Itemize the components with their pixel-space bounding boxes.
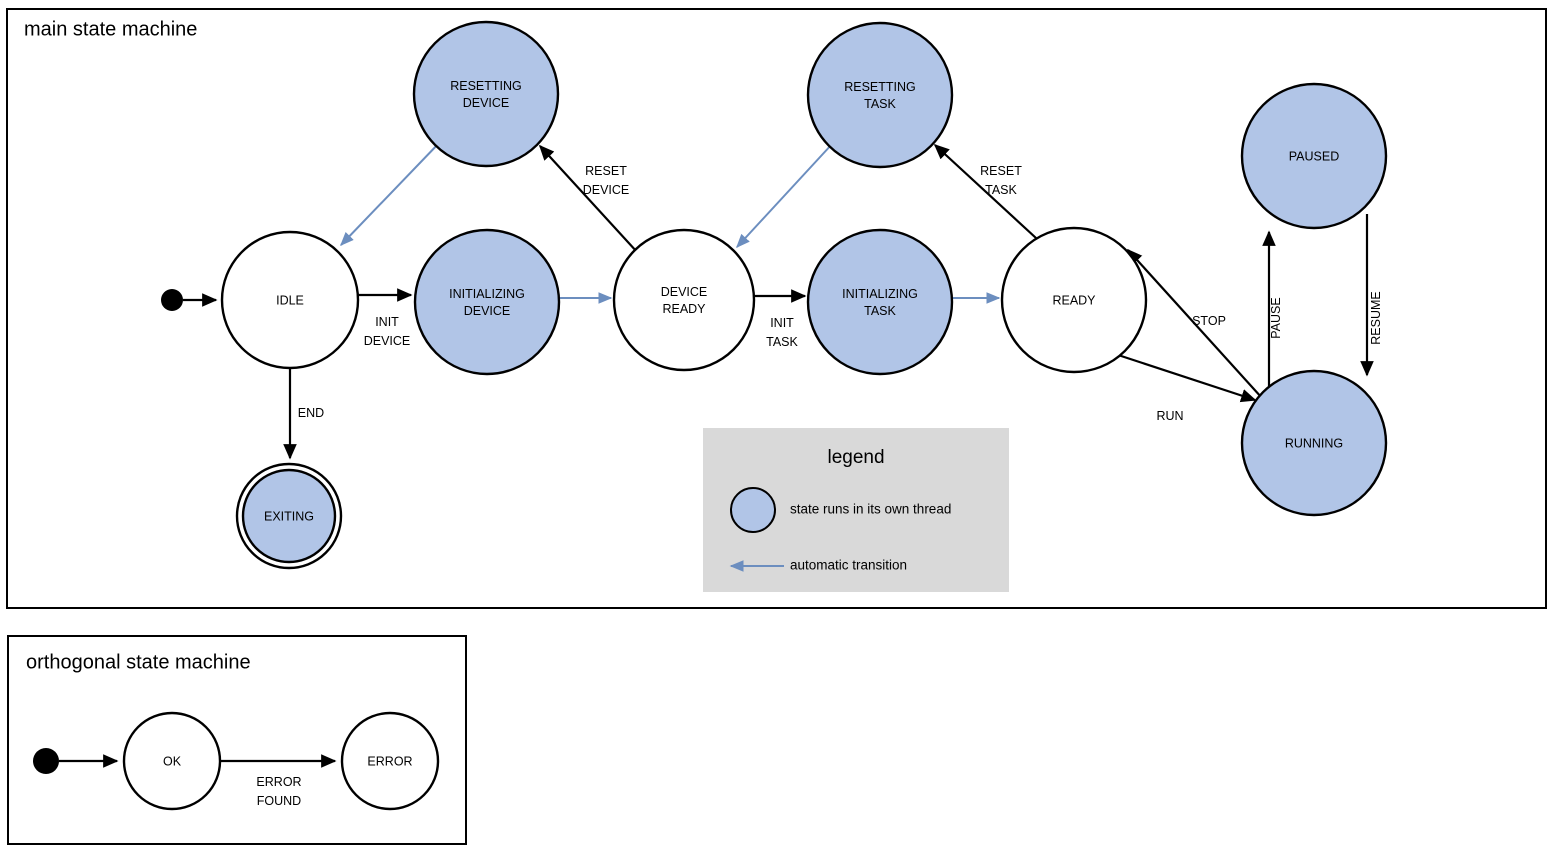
transition-label-paused-to-running-line: RESUME xyxy=(1369,291,1383,344)
state-error-shape xyxy=(340,711,440,811)
legend-title: legend xyxy=(827,447,884,468)
state-paused[interactable]: PAUSED xyxy=(1240,82,1388,230)
state-resetting-task-shape xyxy=(806,21,954,169)
state-initializing-task-label: INITIALIZING xyxy=(842,287,918,301)
state-resetting-task-label: TASK xyxy=(864,97,896,111)
transition-label-ready-to-resetting-task-line: TASK xyxy=(985,183,1017,197)
transition-device-ready-to-resetting-device[interactable] xyxy=(538,144,638,253)
transition-label-device-ready-to-init-task: INIT TASK xyxy=(766,316,798,349)
state-running[interactable]: RUNNING xyxy=(1240,369,1388,517)
transition-label-device-ready-to-resetting-device-line: DEVICE xyxy=(583,183,630,197)
transition-resetting-device-to-idle[interactable] xyxy=(340,140,442,247)
state-ok-label: OK xyxy=(163,755,182,769)
state-initializing-device-label: DEVICE xyxy=(464,304,511,318)
transition-label-idle-to-exiting: END xyxy=(298,406,324,420)
state-error[interactable]: ERROR xyxy=(340,711,440,811)
transition-label-device-ready-to-init-task-line: TASK xyxy=(766,335,798,349)
transition-label-device-ready-to-resetting-device-line: RESET xyxy=(585,164,627,178)
state-running-label: RUNNING xyxy=(1285,437,1343,451)
state-device-ready-label: READY xyxy=(662,302,706,316)
state-idle-label: IDLE xyxy=(276,294,304,308)
transition-label-idle-to-init-device-line: INIT xyxy=(375,315,399,329)
transition-label-ready-to-resetting-task: RESET TASK xyxy=(980,164,1022,197)
legend-thread-state-swatch-icon xyxy=(730,487,776,533)
initial-state-dot-icon xyxy=(161,289,183,311)
transition-label-idle-to-init-device: INIT DEVICE xyxy=(364,315,411,348)
state-initializing-task-shape xyxy=(806,228,954,376)
transition-label-idle-to-exiting-line: END xyxy=(298,406,324,420)
transition-label-ready-to-running-line: RUN xyxy=(1156,409,1183,423)
state-exiting-shape xyxy=(241,468,337,564)
state-ready[interactable]: READY xyxy=(1000,226,1148,374)
orthogonal-states-layer: OK ERROR xyxy=(33,711,440,811)
state-ready-label: READY xyxy=(1052,294,1096,308)
state-resetting-task[interactable]: RESETTING TASK xyxy=(806,21,954,169)
main-transition-labels-layer: INIT DEVICE END RESET DEVICE INIT TASK RESET TAS… xyxy=(298,164,1383,423)
state-exiting-label: EXITING xyxy=(264,510,314,524)
state-initializing-device[interactable]: INITIALIZING DEVICE xyxy=(413,228,561,376)
orthogonal-state-machine-title: orthogonal state machine xyxy=(26,651,251,673)
state-resetting-device-label: RESETTING xyxy=(450,79,522,93)
state-ok-shape xyxy=(122,711,222,811)
state-resetting-task-label: RESETTING xyxy=(844,80,916,94)
transition-label-ok-to-error: ERROR FOUND xyxy=(256,775,301,808)
state-ok[interactable]: OK xyxy=(122,711,222,811)
state-initializing-device-label: INITIALIZING xyxy=(449,287,525,301)
legend: legend state runs in its own thread auto… xyxy=(703,428,1009,592)
transition-label-running-to-ready-line: STOP xyxy=(1192,314,1226,328)
state-resetting-device-shape xyxy=(412,20,560,168)
state-paused-label: PAUSED xyxy=(1289,150,1339,164)
state-device-ready-label: DEVICE xyxy=(661,285,708,299)
state-device-ready-shape xyxy=(612,228,756,372)
legend-thread-state-label: state runs in its own thread xyxy=(790,502,951,517)
orthogonal-state-machine-group: orthogonal state machine OK ERROR ERROR FO… xyxy=(7,635,467,845)
transition-ready-to-resetting-task[interactable] xyxy=(933,143,1037,239)
transition-resetting-task-to-device-ready[interactable] xyxy=(736,142,834,249)
orthogonal-transition-labels-layer: ERROR FOUND xyxy=(256,775,301,808)
state-idle-shape xyxy=(220,230,360,370)
state-resetting-device[interactable]: RESETTING DEVICE xyxy=(412,20,560,168)
state-initializing-device-shape xyxy=(413,228,561,376)
state-initializing-task-label: TASK xyxy=(864,304,896,318)
transition-label-running-to-ready: STOP xyxy=(1192,314,1226,328)
transition-label-idle-to-init-device-line: DEVICE xyxy=(364,334,411,348)
state-paused-shape xyxy=(1240,82,1388,230)
legend-auto-transition-label: automatic transition xyxy=(790,558,907,573)
state-error-label: ERROR xyxy=(367,755,412,769)
transition-label-ready-to-running: RUN xyxy=(1156,409,1183,423)
transition-label-ready-to-resetting-task-line: RESET xyxy=(980,164,1022,178)
transition-label-device-ready-to-init-task-line: INIT xyxy=(770,316,794,330)
transition-ready-to-running[interactable] xyxy=(1108,350,1257,403)
transition-label-device-ready-to-resetting-device: RESET DEVICE xyxy=(583,164,630,197)
state-running-shape xyxy=(1240,369,1388,517)
transition-label-running-to-paused-line: PAUSE xyxy=(1269,297,1283,338)
state-device-ready[interactable]: DEVICE READY xyxy=(612,228,756,372)
state-exiting[interactable]: EXITING xyxy=(235,462,343,570)
initial-state-dot-icon xyxy=(33,748,59,774)
state-idle[interactable]: IDLE xyxy=(220,230,360,370)
transition-label-ok-to-error-line: FOUND xyxy=(257,794,301,808)
transition-label-ok-to-error-line: ERROR xyxy=(256,775,301,789)
transition-label-paused-to-running: RESUME xyxy=(1369,291,1383,344)
transition-label-running-to-paused: PAUSE xyxy=(1269,297,1283,338)
state-ready-shape xyxy=(1000,226,1148,374)
state-initializing-task[interactable]: INITIALIZING TASK xyxy=(806,228,954,376)
state-resetting-device-label: DEVICE xyxy=(463,96,510,110)
main-state-machine-title: main state machine xyxy=(24,18,197,40)
transition-running-to-ready[interactable] xyxy=(1126,248,1263,399)
